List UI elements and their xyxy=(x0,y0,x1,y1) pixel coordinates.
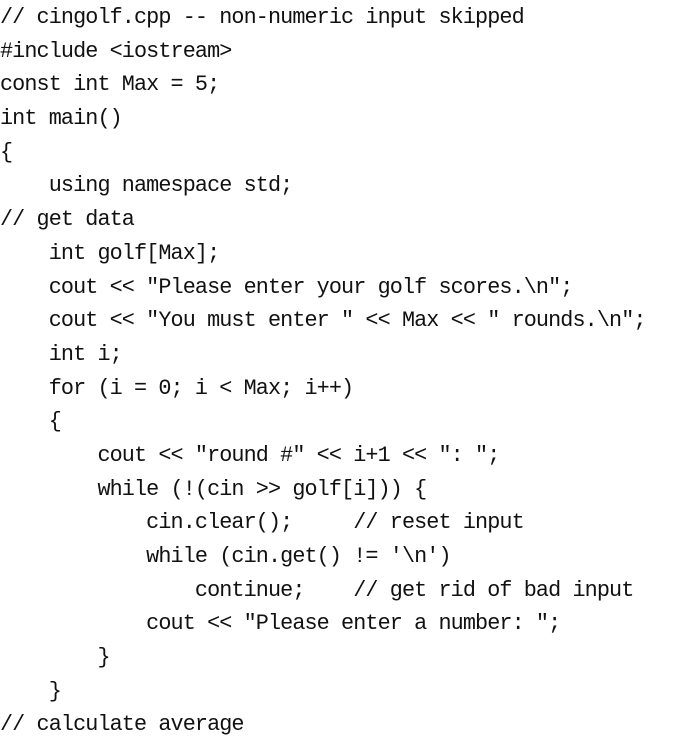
code-line-while-close-brace: } xyxy=(0,645,110,671)
code-line-enter-number: cout << "Please enter a number: "; xyxy=(0,611,561,637)
code-line-open-brace: { xyxy=(0,139,13,165)
code-line-while-get: while (cin.get() != '\n') xyxy=(0,544,451,569)
code-line-round-prompt: cout << "round #" << i+1 << ": "; xyxy=(0,442,500,468)
code-line-for-loop: for (i = 0; i < Max; i++) xyxy=(0,375,354,401)
code-line-for-close-brace: } xyxy=(0,678,62,704)
code-line-calc-average-comment: // calculate average xyxy=(0,712,245,738)
code-line-prompt-scores: cout << "Please enter your golf scores.\… xyxy=(0,274,574,300)
code-line-int-i: int i; xyxy=(0,341,123,367)
code-line-cin-clear: cin.clear(); // reset input xyxy=(0,510,525,536)
code-line-get-data-comment: // get data xyxy=(0,207,135,233)
code-line-golf-array: int golf[Max]; xyxy=(0,240,220,266)
code-line-while-input: while (!(cin >> golf[i])) { xyxy=(0,476,427,502)
code-line-for-open-brace: { xyxy=(0,409,62,435)
code-line-using-namespace: using namespace std; xyxy=(0,173,294,199)
code-line-prompt-rounds: cout << "You must enter " << Max << " ro… xyxy=(0,308,647,334)
code-line-const-max: const int Max = 5; xyxy=(0,72,220,98)
code-line-main-signature: int main() xyxy=(0,106,123,132)
code-line-continue: continue; // get rid of bad input xyxy=(0,577,634,603)
code-line-include: #include <iostream> xyxy=(0,38,232,64)
code-line-filename-comment: // cingolf.cpp -- non-numeric input skip… xyxy=(0,5,525,30)
